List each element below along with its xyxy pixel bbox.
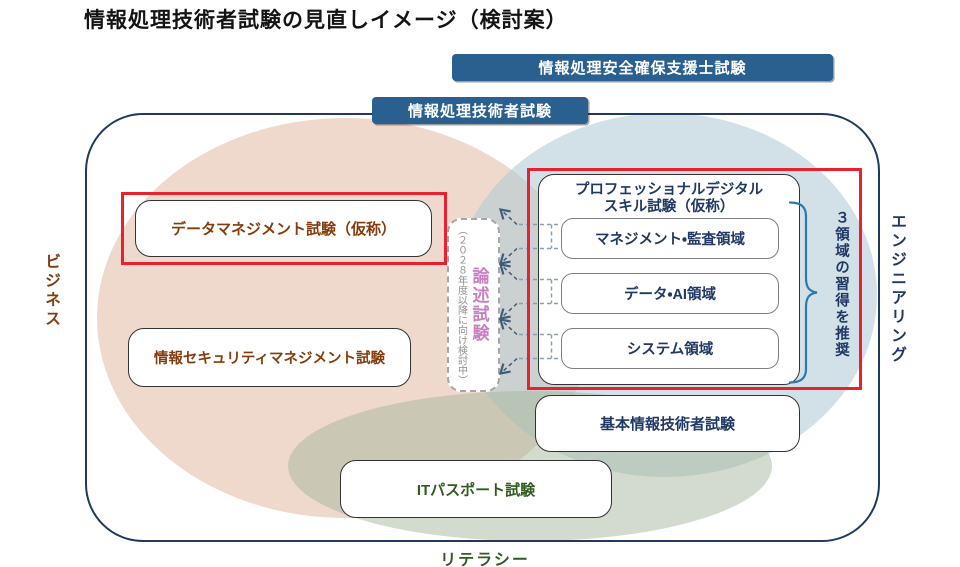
axis-label-business: ビジネス — [42, 253, 59, 329]
area-box-management-audit-label: マネジメント・監査領域 — [595, 232, 745, 248]
data-management-exam-label: データマネジメント試験（仮称） — [170, 221, 396, 238]
area-box-system: システム領域 — [561, 328, 779, 369]
ip-passport-exam-box: ITパスポート試験 — [340, 460, 612, 518]
banner-ip-engineer-exam: 情報処理技術者試験 — [372, 97, 588, 124]
data-management-exam-box: データマネジメント試験（仮称） — [135, 200, 432, 257]
essay-exam-box: （２０２８年度以降に向け検討中） 論述試験 — [447, 218, 500, 392]
fe-exam-label: 基本情報技術者試験 — [599, 416, 735, 433]
area-box-management-audit: マネジメント・監査領域 — [561, 218, 779, 259]
page-title: 情報処理技術者試験の見直しイメージ（検討案） — [84, 9, 568, 32]
area-box-data-ai-label: データ・AI領域 — [624, 287, 716, 303]
area-box-data-ai: データ・AI領域 — [561, 273, 779, 314]
axis-label-literacy: リテラシー — [440, 552, 530, 567]
professional-skill-exam-title: プロフェッショナルデジタル スキル試験（仮称） — [539, 182, 799, 216]
banner-ip-engineer-exam-label: 情報処理技術者試験 — [407, 103, 552, 120]
banner-riss-exam: 情報処理安全確保支援士試験 — [452, 54, 833, 81]
professional-skill-exam-title-line1: プロフェッショナルデジタル — [574, 182, 764, 198]
security-management-exam-label: 情報セキュリティマネジメント試験 — [153, 351, 386, 367]
essay-exam-note: （２０２８年度以降に向け検討中） — [455, 225, 467, 385]
professional-skill-exam-box: プロフェッショナルデジタル スキル試験（仮称） マネジメント・監査領域 データ・… — [538, 174, 800, 385]
area-box-system-label: システム領域 — [626, 342, 714, 358]
ip-passport-exam-label: ITパスポート試験 — [416, 481, 536, 499]
professional-skill-exam-title-line2: スキル試験（仮称） — [603, 199, 735, 216]
essay-exam-label: 論述試験 — [469, 267, 489, 343]
three-areas-brace-note: ３領域の習得を推奨 — [833, 210, 849, 359]
fe-exam-box: 基本情報技術者試験 — [535, 395, 800, 452]
banner-riss-exam-label: 情報処理安全確保支援士試験 — [538, 60, 747, 77]
security-management-exam-box: 情報セキュリティマネジメント試験 — [128, 328, 411, 387]
axis-label-engineering: エンジニアリング — [888, 213, 905, 365]
